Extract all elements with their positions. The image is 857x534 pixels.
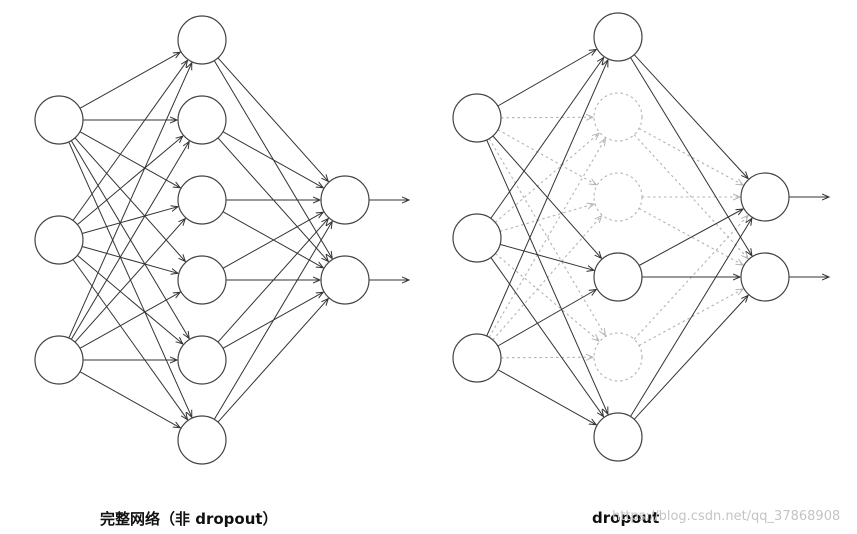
full-edge-input-1-hidden-3 xyxy=(81,246,178,274)
dropout-hidden-node-2 xyxy=(593,172,643,222)
dropout-edge-input-0-hidden-2 xyxy=(497,129,596,185)
full-edge-input-1-hidden-5 xyxy=(72,259,188,420)
dropout-network-caption: dropout xyxy=(592,509,660,527)
dropout-edge-hidden-1-output-1 xyxy=(633,134,748,259)
full-output-node-0 xyxy=(320,175,370,225)
dropout-edge-input-1-hidden-0 xyxy=(490,58,604,219)
dropout-hidden-node-0 xyxy=(593,12,643,62)
dropout-edge-input-1-hidden-3 xyxy=(499,243,594,270)
full-network xyxy=(34,15,409,465)
dropout-edge-hidden-5-output-0 xyxy=(630,218,752,417)
full-edge-input-0-hidden-3 xyxy=(74,137,185,262)
full-edge-input-1-hidden-2 xyxy=(81,207,178,234)
full-edge-hidden-1-output-0 xyxy=(222,131,323,188)
full-input-node-0 xyxy=(34,95,84,145)
dropout-output-node-1 xyxy=(740,252,790,302)
full-hidden-node-4 xyxy=(177,335,227,385)
full-edge-input-2-hidden-3 xyxy=(79,292,180,349)
dropout-edge-hidden-0-output-1 xyxy=(630,57,752,256)
full-hidden-node-1 xyxy=(177,95,227,145)
dropout-network xyxy=(452,12,829,462)
dropout-hidden-node-4 xyxy=(593,332,643,382)
full-edge-input-2-hidden-5 xyxy=(79,371,180,428)
full-edge-input-0-hidden-0 xyxy=(79,52,180,109)
full-edge-hidden-0-output-0 xyxy=(217,57,328,181)
dropout-edge-input-2-hidden-5 xyxy=(497,369,596,425)
dropout-edge-input-0-hidden-5 xyxy=(486,139,608,414)
full-hidden-node-0 xyxy=(177,15,227,65)
dropout-edge-input-1-hidden-4 xyxy=(494,253,599,341)
full-output-node-1 xyxy=(320,255,370,305)
dropout-edge-hidden-5-output-1 xyxy=(633,295,748,420)
dropout-hidden-node-5 xyxy=(593,412,643,462)
dropout-output-node-0 xyxy=(740,172,790,222)
full-edge-hidden-4-output-0 xyxy=(217,219,328,343)
watermark: https://blog.csdn.net/qq_37868908 xyxy=(612,509,841,524)
dropout-edge-input-2-hidden-3 xyxy=(497,290,597,347)
dropout-edge-input-0-hidden-1 xyxy=(500,117,593,118)
dropout-input-node-1 xyxy=(452,213,502,263)
full-input-node-2 xyxy=(34,335,84,385)
full-edge-input-0-hidden-4 xyxy=(70,140,189,339)
full-edge-input-0-hidden-5 xyxy=(68,141,192,417)
full-edge-input-0-hidden-2 xyxy=(79,131,180,188)
full-edge-input-1-hidden-1 xyxy=(77,136,182,225)
full-input-node-1 xyxy=(34,215,84,265)
full-edge-hidden-3-output-0 xyxy=(222,212,323,269)
dropout-edge-input-1-hidden-5 xyxy=(490,257,604,417)
dropout-edge-hidden-0-output-0 xyxy=(633,54,748,179)
dropout-edge-input-1-hidden-1 xyxy=(494,133,599,223)
full-edge-input-1-hidden-0 xyxy=(72,60,188,221)
dropout-edge-input-0-hidden-3 xyxy=(492,135,602,258)
dropout-edge-input-2-hidden-4 xyxy=(500,357,593,358)
full-hidden-node-2 xyxy=(177,175,227,225)
dropout-edge-input-0-hidden-0 xyxy=(497,50,597,107)
dropout-edge-hidden-3-output-0 xyxy=(638,209,743,266)
full-network-caption: 完整网络（非 dropout） xyxy=(100,510,278,528)
dropout-input-node-2 xyxy=(452,333,502,383)
dropout-hidden-node-3 xyxy=(593,252,643,302)
dropout-input-node-0 xyxy=(452,93,502,143)
dropout-edge-input-1-hidden-2 xyxy=(499,204,594,232)
dropout-hidden-node-1 xyxy=(593,92,643,142)
full-hidden-node-3 xyxy=(177,255,227,305)
dropout-edge-input-0-hidden-4 xyxy=(488,138,605,336)
full-edge-input-1-hidden-4 xyxy=(77,255,182,344)
full-edge-hidden-5-output-1 xyxy=(217,299,328,423)
full-hidden-node-5 xyxy=(177,415,227,465)
full-edge-hidden-5-output-0 xyxy=(213,222,332,420)
